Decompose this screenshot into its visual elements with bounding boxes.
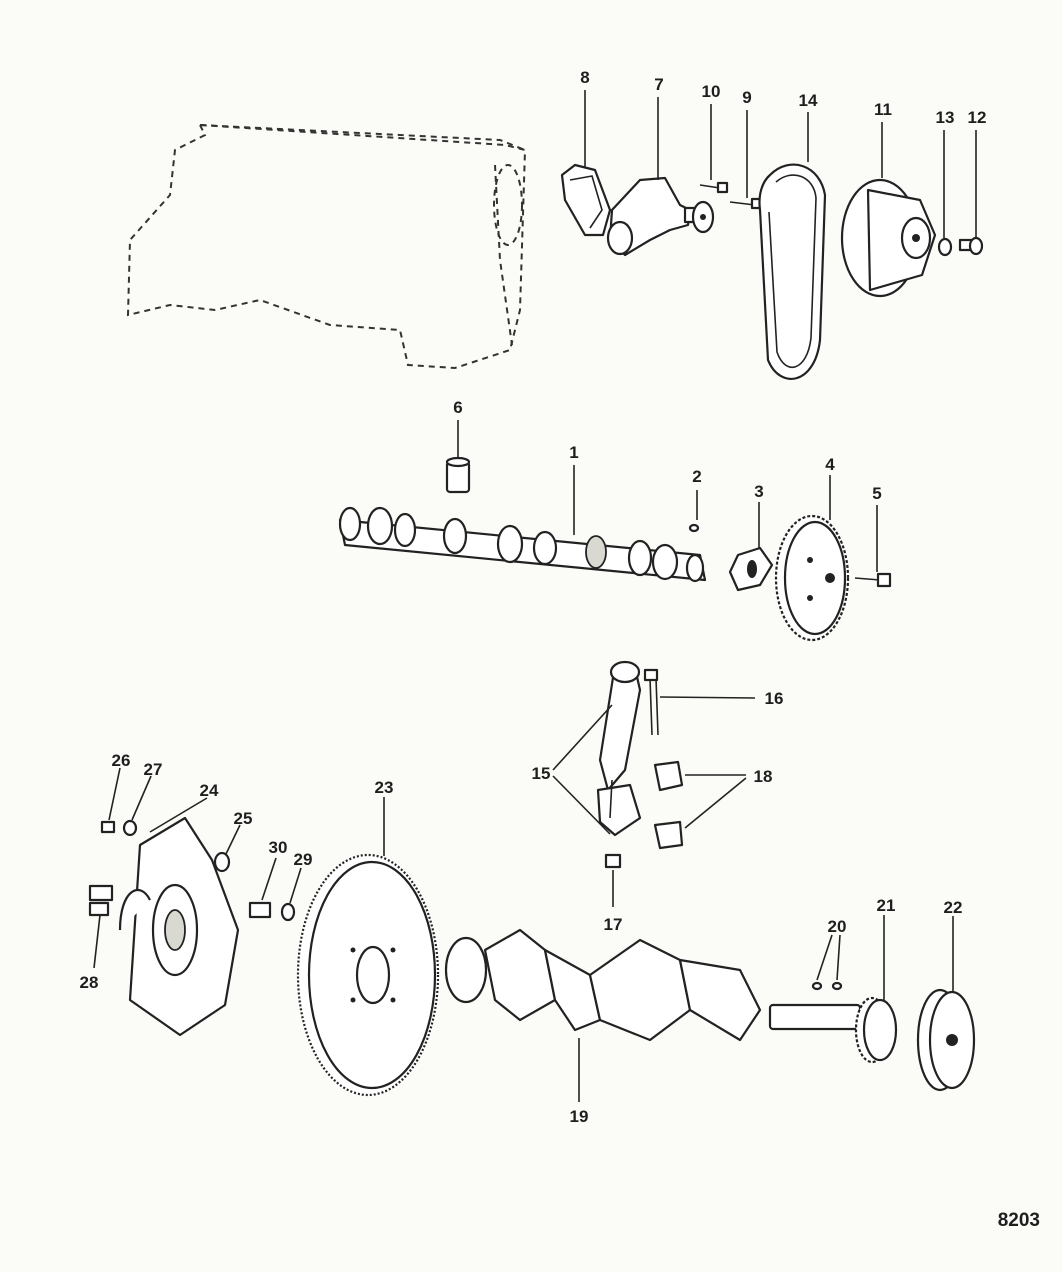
part-crank-gear — [854, 996, 898, 1064]
part-rod-bolt — [643, 668, 659, 736]
callout-24: 24 — [200, 781, 219, 800]
part-bolt-30 — [248, 901, 272, 919]
part-crankshaft — [444, 928, 862, 1042]
part-key-2 — [688, 523, 700, 533]
part-bolt-10 — [699, 181, 729, 194]
callout-19: 19 — [570, 1107, 589, 1126]
callout-18: 18 — [754, 767, 773, 786]
callout-28: 28 — [80, 973, 99, 992]
callout-4: 4 — [825, 455, 835, 474]
callout-16: 16 — [765, 689, 784, 708]
part-cam-gear — [774, 514, 850, 642]
part-washer-13 — [937, 237, 953, 257]
part-washer-27 — [122, 819, 138, 837]
callout-21: 21 — [877, 896, 896, 915]
part-housing-plate — [118, 816, 240, 1037]
part-lifter — [445, 456, 471, 494]
part-screw-26 — [100, 820, 116, 834]
callout-8: 8 — [580, 68, 589, 87]
callout-26: 26 — [112, 751, 131, 770]
callout-25: 25 — [234, 809, 253, 828]
leader-lines — [93, 90, 977, 1102]
callout-12: 12 — [968, 108, 987, 127]
part-keys-20 — [811, 981, 843, 991]
part-gasket — [560, 163, 612, 237]
part-camshaft — [338, 506, 707, 583]
part-bolts-28 — [88, 884, 114, 917]
part-water-pump — [606, 176, 715, 257]
callout-30: 30 — [269, 838, 288, 857]
part-damper — [916, 988, 976, 1092]
part-bolt-5 — [854, 572, 892, 588]
part-bolt-9 — [729, 197, 763, 210]
part-drive-belt — [758, 163, 827, 380]
callout-9: 9 — [742, 88, 751, 107]
callout-13: 13 — [936, 108, 955, 127]
callout-20: 20 — [828, 917, 847, 936]
part-connecting-rod — [596, 660, 642, 837]
part-bolt-12 — [958, 236, 984, 256]
callout-27: 27 — [144, 760, 163, 779]
callout-10: 10 — [702, 82, 721, 101]
callout-11: 11 — [874, 100, 892, 119]
engine-block-outline — [126, 123, 527, 370]
callout-22: 22 — [944, 898, 963, 917]
callout-7: 7 — [654, 75, 663, 94]
part-pulley — [840, 178, 937, 298]
callout-6: 6 — [453, 398, 462, 417]
part-plug-25 — [213, 851, 231, 873]
callout-labels: 8 7 10 9 14 11 13 12 6 1 2 3 4 5 16 15 1… — [80, 68, 987, 1126]
part-rod-nut — [604, 853, 622, 869]
figure-number: 8203 — [998, 1210, 1040, 1231]
callout-5: 5 — [872, 484, 881, 503]
part-rod-bearings — [653, 760, 684, 850]
part-washer-29 — [280, 902, 296, 922]
part-thrust-plate — [728, 546, 774, 592]
callout-23: 23 — [375, 778, 394, 797]
callout-2: 2 — [692, 467, 701, 486]
callout-3: 3 — [754, 482, 763, 501]
part-flywheel — [296, 853, 440, 1097]
callout-1: 1 — [569, 443, 578, 462]
callout-17: 17 — [604, 915, 623, 934]
callout-14: 14 — [799, 91, 818, 110]
callout-15: 15 — [532, 764, 551, 783]
callout-29: 29 — [294, 850, 313, 869]
